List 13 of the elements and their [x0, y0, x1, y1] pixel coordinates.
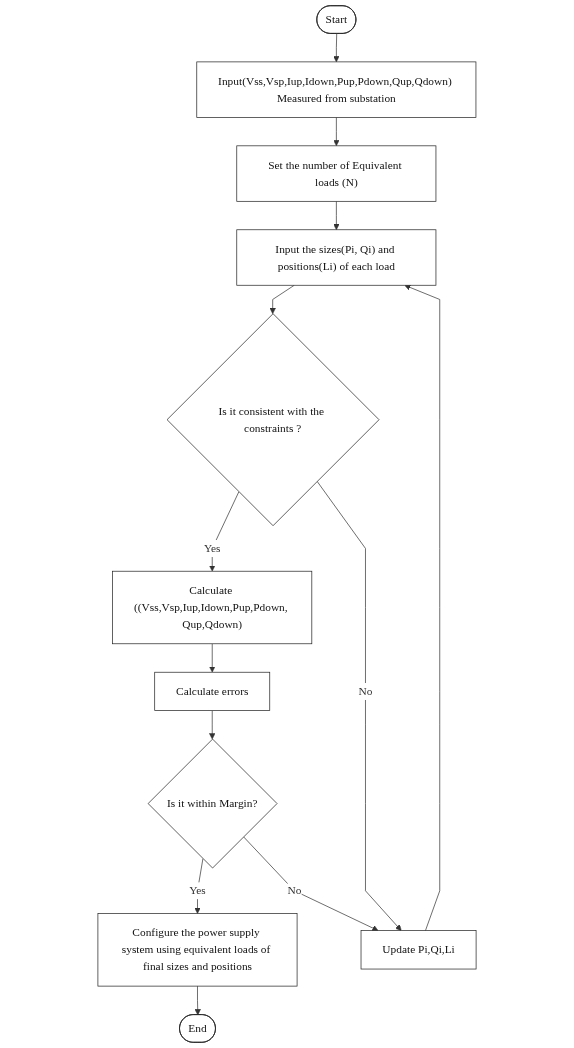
edge-label: No	[358, 685, 373, 698]
node-box: Input the sizes(Pi, Qi) and positions(Li) of each load	[236, 229, 437, 286]
edge-label: Yes	[203, 542, 221, 555]
node-box: Configure the power supply system using equivalent loads of final sizes and positions	[97, 913, 298, 987]
node-box: Calculate ((Vss,Vsp,Iup,Idown,Pup,Pdown, Qup,Qdown)	[112, 570, 313, 645]
node-diamond: Is it consistent with the constraints ?	[166, 313, 380, 527]
edge-label: Yes	[189, 884, 206, 897]
edge-label: No	[287, 884, 302, 897]
node-box: Input(Vss,Vsp,Iup,Idown,Pup,Pdown,Qup,Qdown) Measured from substation	[196, 61, 477, 118]
node-diamond: Is it within Margin?	[147, 738, 278, 869]
node-box: Set the number of Equivalent loads (N)	[236, 145, 437, 202]
node-box: Update Pi,Qi,Li	[360, 930, 477, 970]
node-box: Calculate errors	[154, 671, 271, 711]
